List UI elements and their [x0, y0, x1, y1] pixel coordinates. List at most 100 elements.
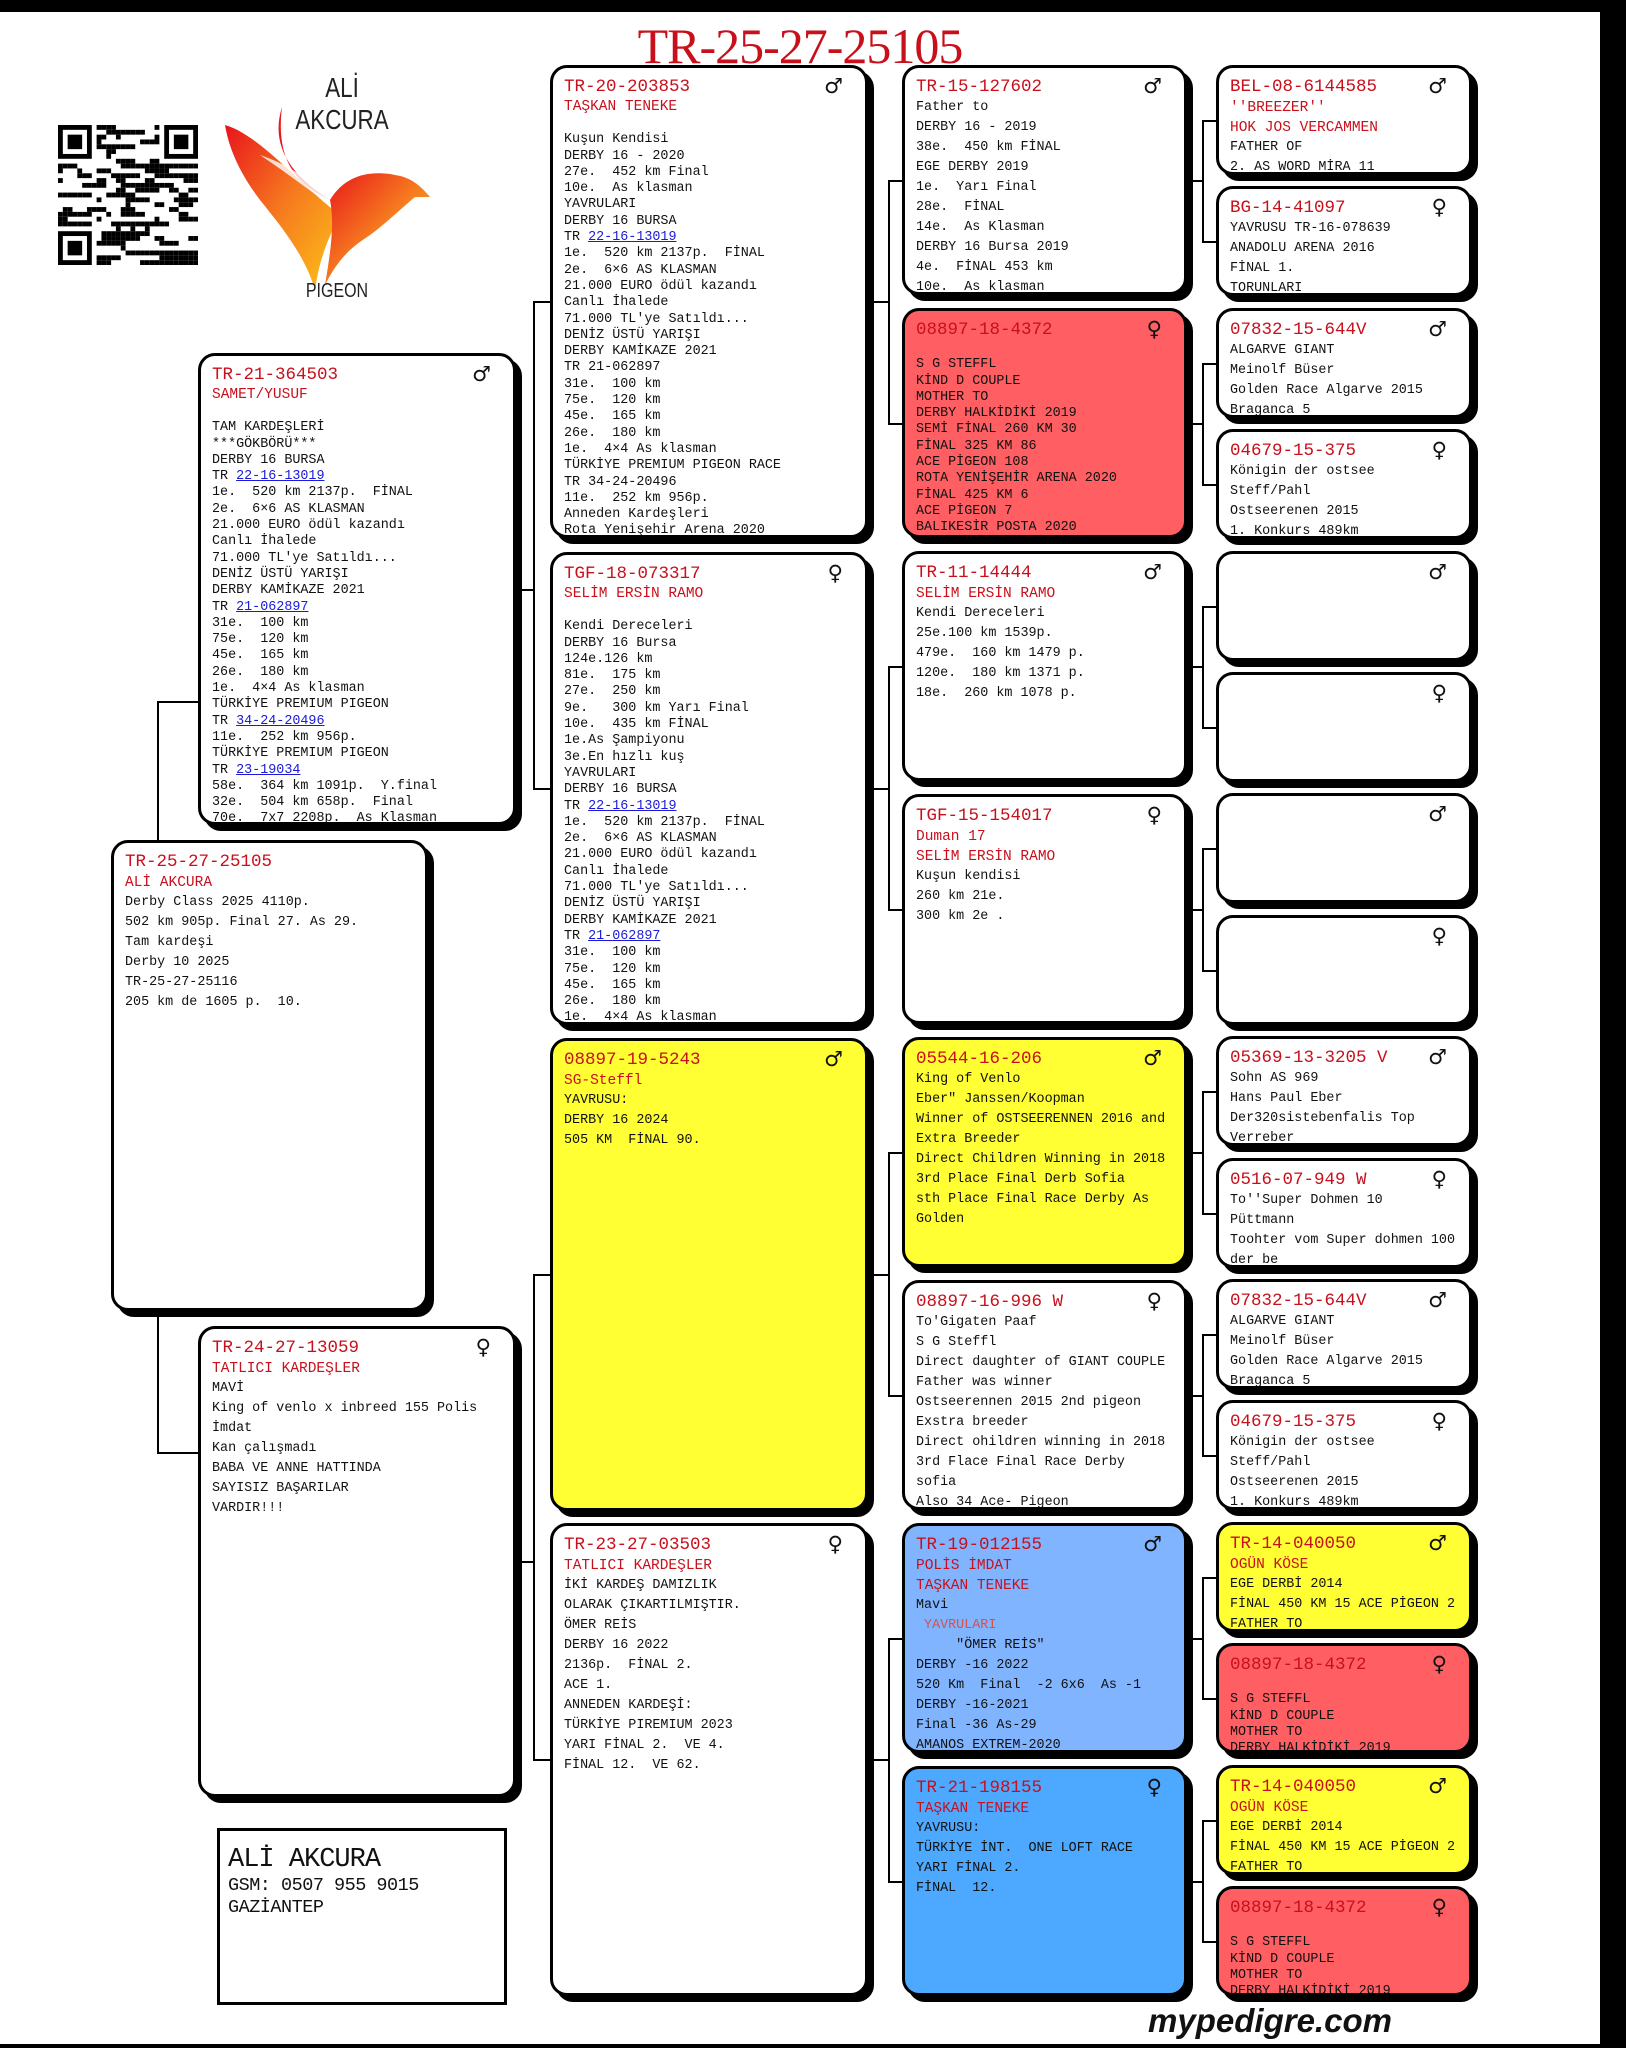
pigeon-card[interactable]: ♂ [1216, 551, 1472, 661]
card-line: TR-25-27-25116 [125, 975, 238, 990]
card-line: Kuşun kendisi [916, 869, 1021, 884]
card-line: FİNAL 325 KM 86 [916, 438, 1037, 454]
pedigree-link[interactable]: 22-16-13019 [588, 798, 677, 814]
card-line: ROTA YENİŞEHİR ARENA 2020 [916, 471, 1117, 487]
card-line: 27e. 452 km Final [564, 164, 709, 180]
pedigree-link[interactable]: 21-062897 [236, 599, 309, 615]
card-line: Anneden Kardeşleri [564, 507, 709, 523]
card-line: 205 km de 1605 p. 10. [125, 995, 302, 1010]
pigeon-card[interactable]: ♀ [1216, 672, 1472, 782]
card-line: Der320sistebenfalis Top [1230, 1111, 1415, 1126]
card-line: TR 34-24-20496 [212, 714, 503, 730]
owner-name: Duman 17 [916, 829, 986, 845]
connector-line [1202, 1819, 1218, 1822]
card-line: TR 23-19034 [212, 763, 503, 779]
female-icon: ♀ [827, 561, 843, 585]
card-line: 260 km 21e. [916, 889, 1005, 904]
owner-name: HOK JOS VERCAMMEN [1230, 120, 1378, 136]
male-icon: ♂ [1143, 560, 1162, 584]
connector-line [1187, 666, 1203, 668]
card-line-prefix: TR [212, 599, 237, 615]
card-line: Canlı İhalede [564, 863, 669, 879]
connector-line [888, 1395, 904, 1397]
card-line: 70e. 7x7 2208p. As Klasman [212, 811, 437, 825]
pigeon-card[interactable]: ♂ [1216, 793, 1472, 903]
card-line: BABA VE ANNE HATTINDA [212, 1461, 381, 1476]
card-line: 31e. 100 km [564, 945, 661, 961]
card-line: 4e. FİNAL 453 km [916, 260, 1053, 275]
connector-line [516, 589, 534, 591]
card-line: "ÖMER REİS" [916, 1638, 1045, 1653]
card-line: DENİZ ÜSTÜ YARIŞI [212, 566, 349, 582]
card-line: 71.000 TL'ye Satıldı... [212, 550, 397, 566]
card-line: der be [1230, 1253, 1279, 1268]
card-line: 81e. 175 km [564, 668, 661, 684]
card-line: TÜRKİYE PREMIUM PIGEON RACE [564, 458, 781, 474]
logo-name: ALİ AKCURA [295, 72, 389, 135]
card-line: TR 21-062897 [564, 360, 661, 376]
pedigree-link[interactable]: 23-19034 [236, 762, 301, 778]
pigeon-card[interactable]: ♂BEL-08-6144585''BREEZER''HOK JOS VERCAM… [1216, 65, 1472, 175]
male-icon: ♂ [1428, 317, 1447, 341]
card-line-prefix: TR [564, 230, 589, 246]
connector-line [1202, 969, 1218, 972]
card-line: TÜRKİYE PREMIUM PIGEON [212, 746, 389, 762]
card-line: FİNAL 450 KM 15 ACE PİGEON 2 [1230, 1840, 1455, 1855]
card-line: To'Gigaten Paaf [916, 1315, 1037, 1330]
card-line: 26e. 180 km [212, 664, 309, 680]
pigeon-card[interactable]: ♀ [1216, 915, 1472, 1025]
card-line: Püttmann [1230, 1213, 1295, 1228]
contact-city: GAZİANTEP [228, 1897, 324, 1918]
card-line: sofia [916, 1475, 957, 1490]
connector-line [1187, 1881, 1203, 1883]
pedigree-link[interactable]: 22-16-13019 [588, 230, 677, 246]
male-icon: ♂ [1143, 1532, 1162, 1556]
card-line: ACE 1. [564, 1678, 613, 1693]
card-line: 28e. FİNAL [916, 200, 1005, 215]
card-line: 3e.En hızlı kuş [564, 749, 685, 765]
card-line: YAVRUSU: [916, 1821, 981, 1836]
card-line: 120e. 180 km 1371 p. [916, 666, 1085, 681]
connector-line [1187, 909, 1203, 911]
card-line: MOTHER TO [1230, 1724, 1303, 1740]
card-line: 1e. 4×4 As klasman [564, 1010, 717, 1025]
pedigree-link[interactable]: 22-16-13019 [236, 469, 325, 485]
card-line: 1e. 520 km 2137p. FİNAL [564, 814, 765, 830]
pedigree-link[interactable]: 34-24-20496 [236, 713, 325, 729]
female-icon: ♀ [1431, 1652, 1447, 1676]
card-line: 38e. 450 km FİNAL [916, 140, 1061, 155]
female-icon: ♀ [1431, 924, 1447, 948]
card-line: Braganca 5 [1230, 1374, 1311, 1389]
card-line: 300 km 2e . [916, 909, 1005, 924]
card-line: YAVRULARI [564, 197, 637, 213]
card-line: Ostseerennen 2015 2nd pigeon [916, 1395, 1141, 1410]
card-line: FİNAL 1. [1230, 261, 1295, 276]
pedigree-link[interactable]: 21-062897 [588, 928, 661, 944]
